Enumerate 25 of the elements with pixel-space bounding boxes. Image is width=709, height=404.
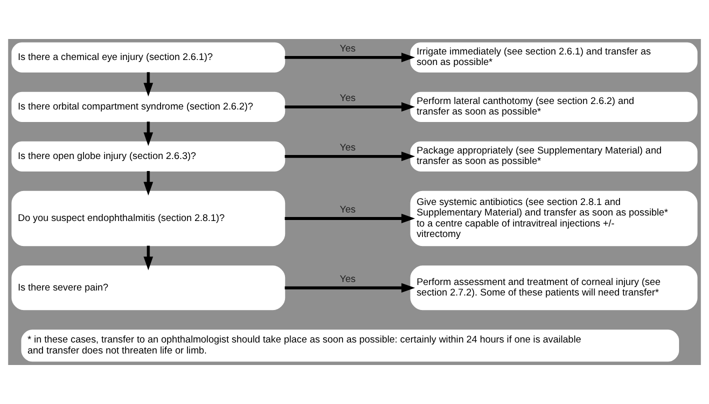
node-box: Perform assessment and treatment of corneal injury (see section 2.7.2). Some of these patients will need transfer*	[410, 266, 698, 310]
edge-label: Yes	[340, 204, 356, 216]
node-box: * in these cases, transfer to an ophthalmologist should take place as soon as possible: certainly within 24 hours if one is available and transfer does not threaten life or limb.	[21, 330, 680, 362]
arrow	[284, 52, 416, 62]
arrow	[144, 122, 154, 146]
node-box: Perform lateral canthotomy (see section 2.6.2) and transfer as soon as possible*	[410, 92, 698, 122]
node-box: Is there open globe injury (section 2.6.3)?	[12, 141, 286, 172]
node-box: Is there a chemical eye injury (section 2.6.1)?	[12, 42, 286, 72]
arrow	[284, 152, 416, 162]
arrow	[144, 246, 154, 270]
node-box: Irrigate immediately (see section 2.6.1) and transfer as soon as possible*	[410, 42, 698, 72]
arrow	[144, 171, 154, 196]
edge-label: Yes	[340, 44, 356, 55]
node-box: Package appropriately (see Supplementary Material) and transfer as soon as possible*	[410, 141, 698, 172]
arrow	[284, 102, 416, 112]
arrow	[284, 214, 416, 224]
edge-label: Yes	[340, 274, 356, 286]
node-box: Give systemic antibiotics (see section 2.8.1 and Supplementary Material) and transfer as soon as possible* to a centre capable of intravitreal injections +/- vitrectomy	[410, 190, 698, 246]
node-box: Is there severe pain?	[12, 266, 286, 310]
edge-label: Yes	[340, 93, 356, 104]
arrow	[284, 283, 416, 293]
node-box: Is there orbital compartment syndrome (section 2.6.2)?	[12, 92, 286, 122]
arrow	[144, 72, 154, 96]
node-box: Do you suspect endophthalmitis (section 2.8.1)?	[12, 190, 286, 246]
edge-label: Yes	[340, 142, 356, 154]
